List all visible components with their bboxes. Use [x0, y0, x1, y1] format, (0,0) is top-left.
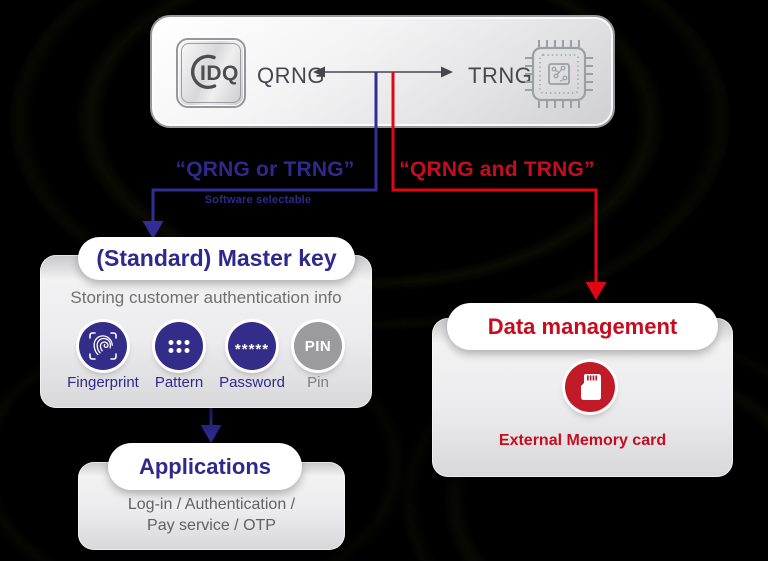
idq-logo-text: IDQ — [200, 62, 239, 85]
applications-description: Log-in / Authentication / Pay service / … — [78, 494, 345, 536]
applications-title-pill: Applications — [108, 443, 302, 490]
pattern-icon — [155, 322, 203, 370]
applications-title: Applications — [138, 454, 271, 479]
data-management-title-pill: Data management — [447, 303, 718, 350]
red-branch-label: “QRNG and TRNG” — [399, 158, 595, 181]
password-asterisks: ***** — [234, 340, 270, 358]
blue-branch-label: “QRNG or TRNG” — [175, 158, 355, 181]
sd-card-icon — [565, 362, 615, 412]
master-key-subtitle: Storing customer authentication info — [70, 288, 342, 307]
auth-method-label-fingerprint: Fingerprint — [67, 374, 139, 391]
rng-source-box: IDQ QRNG TRNG — [150, 15, 615, 128]
applications-description-line2: Pay service / OTP — [147, 517, 276, 534]
pin-icon: PIN — [294, 322, 342, 370]
trng-chip-icon — [525, 40, 593, 108]
auth-method-label-pattern: Pattern — [154, 374, 204, 391]
external-memory-label: External Memory card — [498, 432, 667, 449]
masterkey-to-apps-arrowhead-icon — [200, 425, 222, 443]
auth-method-label-password: Password — [219, 374, 285, 391]
idq-logo-mark: IDQ — [191, 54, 239, 90]
master-key-title: (Standard) Master key — [96, 245, 337, 271]
fingerprint-icon — [79, 322, 127, 370]
auth-method-label-pin: Pin — [307, 374, 329, 391]
red-branch-arrowhead-icon — [585, 282, 607, 300]
qrng-label: QRNG — [257, 63, 325, 88]
pin-icon-text: PIN — [304, 337, 332, 355]
applications-description-line1: Log-in / Authentication / — [127, 496, 296, 513]
blue-branch-sublabel: Software selectable — [204, 194, 312, 206]
master-key-title-pill: (Standard) Master key — [78, 237, 355, 280]
idq-logo: IDQ — [176, 38, 246, 108]
data-management-title: Data management — [487, 314, 678, 339]
password-icon: ***** — [228, 322, 276, 370]
